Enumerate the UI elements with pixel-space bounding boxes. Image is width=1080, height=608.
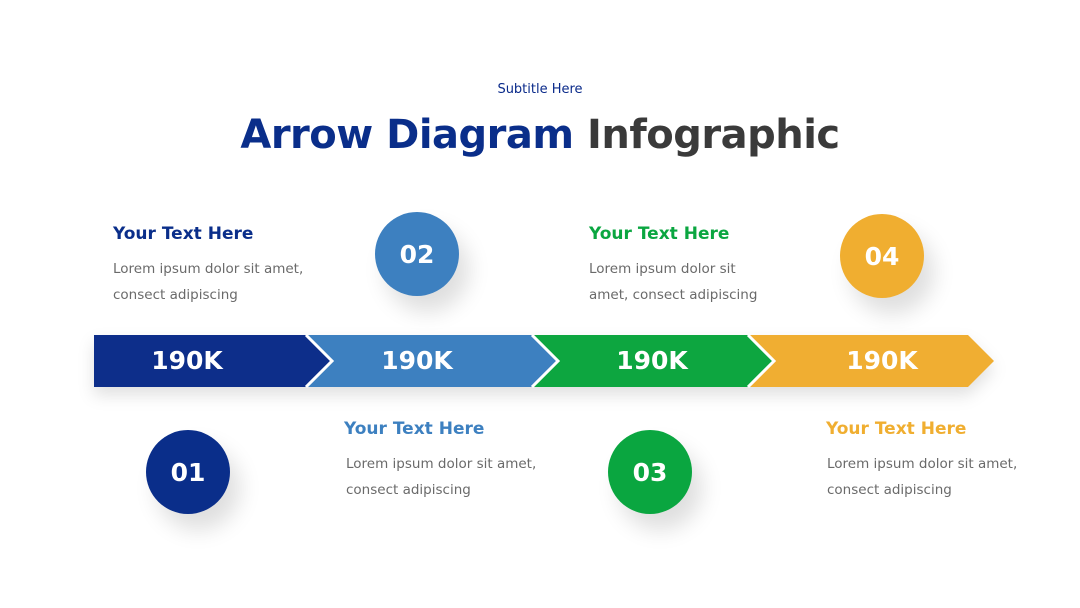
arrow-value-4: 190K: [846, 345, 918, 375]
arrow-segment-1: [94, 335, 332, 387]
step-1-body: Lorem ipsum dolor sit amet, consect adip…: [113, 261, 304, 303]
step-1-number-badge: 01: [146, 430, 230, 514]
step-3-number-badge: 03: [608, 430, 692, 514]
step-2-number-badge: 02: [375, 212, 459, 296]
step-4-number-badge: 04: [840, 214, 924, 298]
arrow-segment-3: [532, 335, 774, 387]
step-3-heading: Your Text Here: [589, 224, 730, 244]
page-title: Arrow Diagram Infographic: [0, 112, 1080, 158]
subtitle: Subtitle Here: [497, 82, 583, 97]
title-part-1: Arrow Diagram: [240, 112, 574, 158]
title-part-2: Infographic: [587, 112, 840, 158]
step-3-body: Lorem ipsum dolor sit amet, consect adip…: [589, 261, 758, 303]
arrow-segment-4: [748, 335, 994, 387]
step-2-heading: Your Text Here: [344, 419, 485, 439]
step-1-heading: Your Text Here: [113, 224, 254, 244]
arrow-value-2: 190K: [381, 345, 453, 375]
step-2-body: Lorem ipsum dolor sit amet, consect adip…: [346, 456, 537, 498]
arrow-value-1: 190K: [151, 345, 223, 375]
arrow-value-3: 190K: [616, 345, 688, 375]
step-4-body: Lorem ipsum dolor sit amet, consect adip…: [827, 456, 1018, 498]
arrow-segment-2: [306, 335, 558, 387]
step-4-heading: Your Text Here: [826, 419, 967, 439]
